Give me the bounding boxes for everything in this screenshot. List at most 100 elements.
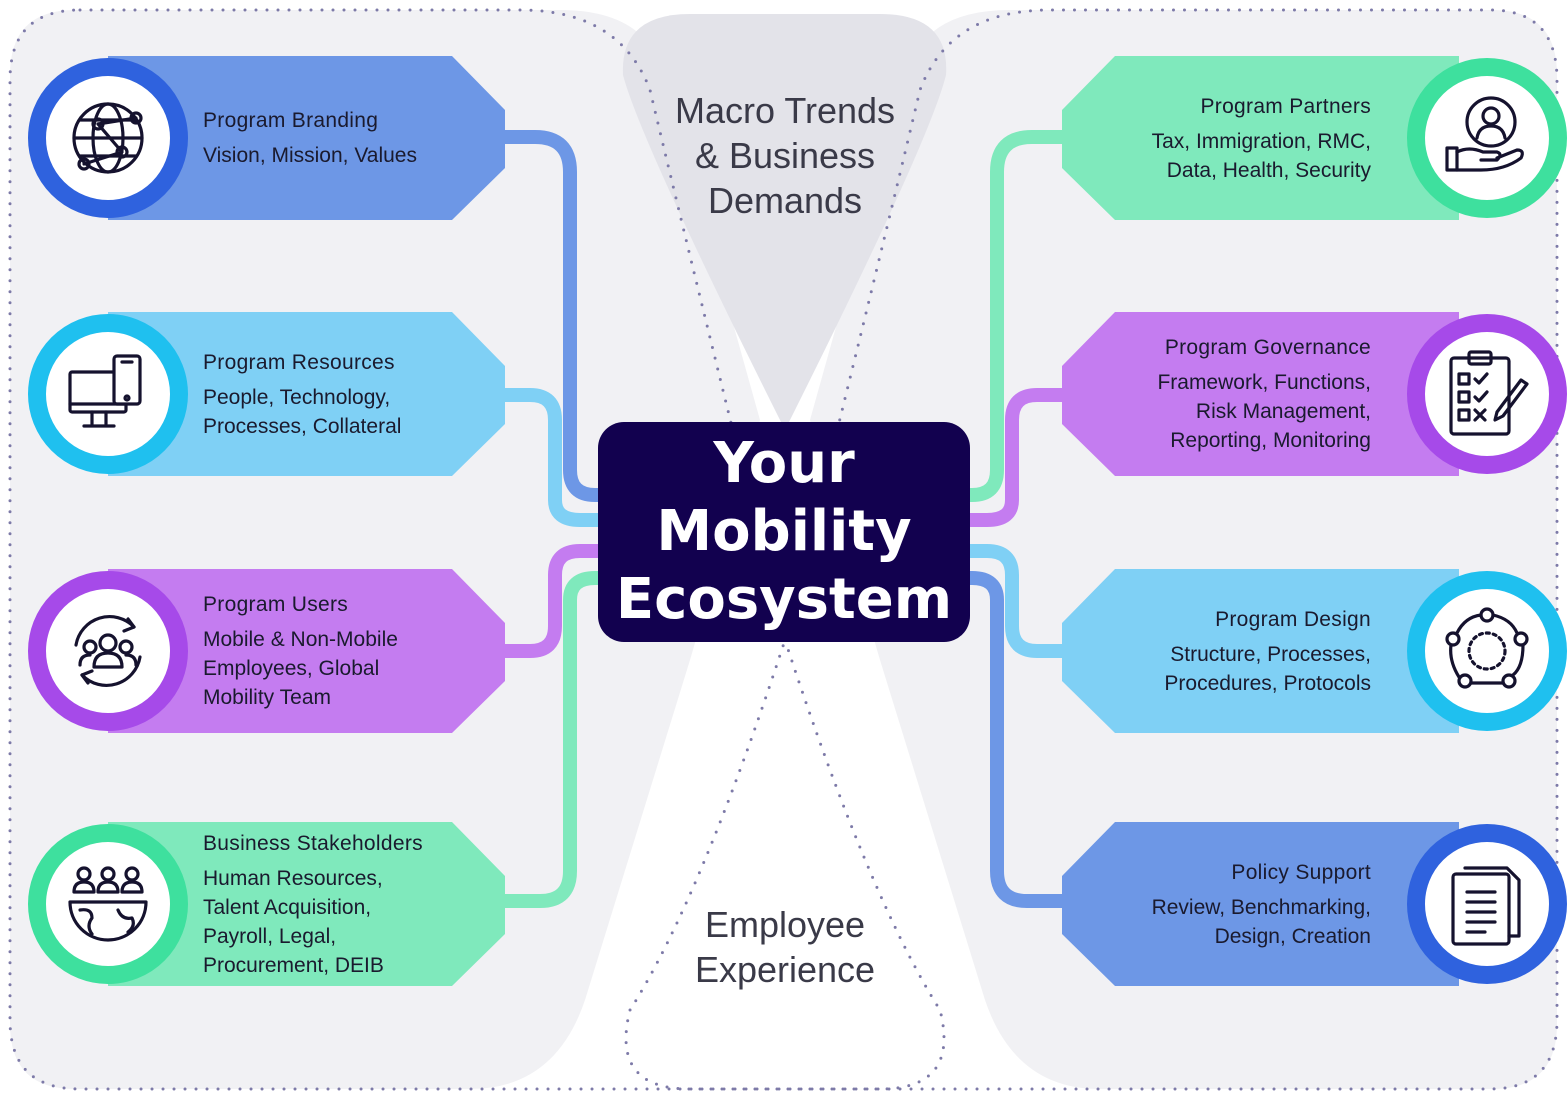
computer-phone-icon — [68, 354, 142, 428]
card-banner-shape — [108, 569, 505, 733]
connector-program-design — [950, 544, 1074, 658]
checklist-clipboard-icon — [1449, 350, 1529, 436]
card-banner — [1062, 312, 1459, 476]
connector-program-resources — [493, 388, 617, 527]
card-description: Framework, Functions, Risk Management, Rep… — [1081, 368, 1371, 455]
card-icon-badge — [1407, 314, 1567, 474]
card-title: Business Stakeholders — [203, 832, 423, 855]
card-title: Program Design — [1215, 608, 1371, 631]
card-title: Policy Support — [1231, 861, 1371, 884]
card-icon-badge — [28, 571, 188, 731]
card-description-line: Tax, Immigration, RMC, — [1151, 130, 1371, 153]
card-description-line: Review, Benchmarking, — [1151, 896, 1371, 919]
card-title: Program Users — [203, 593, 349, 616]
card-banner-shape — [108, 56, 505, 220]
card-banner — [108, 822, 505, 986]
card-icon-badge — [28, 314, 188, 474]
card-description: Tax, Immigration, RMC, Data, Health, Secu… — [1081, 127, 1371, 185]
connector-program-governance — [950, 388, 1074, 527]
connector-program-users — [493, 544, 617, 658]
card-banner-shape — [108, 312, 505, 476]
card-description-line: People, Technology, — [203, 386, 391, 409]
card-description-line: Procurement, DEIB — [203, 954, 384, 977]
card-banner-shape — [1062, 312, 1459, 476]
connector-business-stakeholders — [493, 571, 617, 908]
card-description-line: Framework, Functions, — [1157, 371, 1371, 394]
center-hub: Your Mobility Ecosystem — [598, 422, 970, 642]
card-description-line: Human Resources, — [203, 867, 383, 890]
card-banner — [108, 56, 505, 220]
employee-experience-callout: Employee Experience — [600, 902, 970, 992]
card-icon-badge — [1407, 571, 1567, 731]
card-description-line: Mobile & Non-Mobile — [203, 628, 398, 651]
card-description-line: Design, Creation — [1214, 925, 1371, 948]
card-banner — [1062, 822, 1459, 986]
connector-program-partners — [950, 130, 1074, 502]
hub-line: Mobility — [656, 499, 912, 564]
people-globe-icon — [68, 866, 148, 942]
card-banner — [108, 569, 505, 733]
card-description: Review, Benchmarking, Design, Creation — [1081, 893, 1371, 951]
user-group-cycle-icon — [74, 615, 142, 687]
card-description: Structure, Processes, Procedures, Protoco… — [1081, 640, 1371, 698]
card-banner — [1062, 569, 1459, 733]
top-funnel — [622, 14, 947, 430]
card-description: Human Resources,Talent Acquisition,Payro… — [203, 864, 483, 980]
card-icon-badge — [28, 824, 188, 984]
card-banner-shape — [1062, 56, 1459, 220]
card-description-line: Reporting, Monitoring — [1170, 429, 1371, 452]
card-banner-shape — [1062, 569, 1459, 733]
hub-line: Your — [713, 431, 855, 496]
hub-line: Ecosystem — [615, 567, 953, 632]
card-description-line: Mobility Team — [203, 686, 331, 709]
card-description-line: Processes, Collateral — [203, 415, 402, 438]
connector-policy-support — [950, 571, 1074, 908]
card-icon-badge — [28, 58, 188, 218]
card-description-line: Employees, Global — [203, 657, 380, 680]
card-title: Program Resources — [203, 351, 395, 374]
card-banner-shape — [108, 822, 505, 986]
card-title: Program Branding — [203, 109, 379, 132]
card-description-line: Structure, Processes, — [1170, 643, 1371, 666]
card-title: Program Partners — [1200, 95, 1371, 118]
bottom-funnel — [629, 640, 942, 1090]
card-description: People, Technology, Processes, Collateral — [203, 383, 483, 441]
cycle-network-icon — [1445, 607, 1529, 689]
card-description-line: Data, Health, Security — [1166, 159, 1371, 182]
callout-line: Experience — [694, 949, 876, 990]
callout-line: & Business — [694, 135, 876, 176]
card-description-line: Procedures, Protocols — [1164, 672, 1371, 695]
card-banner-shape — [1062, 822, 1459, 986]
callout-line: Employee — [704, 904, 866, 945]
card-title: Program Governance — [1164, 336, 1371, 359]
globe-network-icon — [72, 102, 144, 174]
card-description-line: Risk Management, — [1195, 400, 1371, 423]
outer-dotted-border — [8, 8, 1559, 1091]
document-icon — [1451, 866, 1521, 946]
connector-program-branding — [493, 130, 617, 502]
card-icon-badge — [1407, 824, 1567, 984]
card-banner — [1062, 56, 1459, 220]
hand-person-icon — [1445, 96, 1524, 172]
macro-trends-callout: Macro Trends & Business Demands — [600, 88, 970, 223]
card-description-line: Talent Acquisition, — [203, 896, 372, 919]
card-description: Vision, Mission, Values — [203, 141, 483, 170]
card-icon-badge — [1407, 58, 1567, 218]
card-banner — [108, 312, 505, 476]
